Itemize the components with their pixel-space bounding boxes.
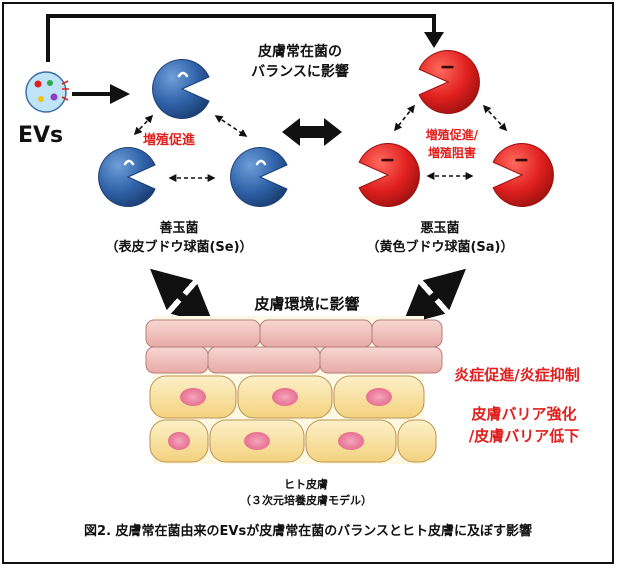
evs-to-bad-connector: [46, 14, 436, 62]
skin-model-name: ヒト皮膚: [284, 478, 328, 491]
bad-interaction-label: 増殖阻害: [427, 146, 476, 160]
bad-interaction-arrow-left: [394, 104, 415, 132]
good-to-skin-arrow: [150, 268, 214, 326]
figure-caption: 図2. 皮膚常在菌由来のEVsが皮膚常在菌のバランスとヒト皮膚に及ぼす影響: [84, 524, 532, 539]
skin-bottom-layer: [149, 375, 437, 463]
good-bacterium-left-icon: [98, 147, 157, 207]
balance-effect-label: 皮膚常在菌の: [258, 44, 342, 60]
good-bacterium-top-icon: [152, 59, 211, 119]
skin-top-layer: [145, 319, 443, 374]
bad-to-skin-arrow: [402, 268, 466, 326]
bad-interaction-arrow-right: [482, 104, 508, 132]
balance-effect-label: バランスに影響: [251, 64, 349, 80]
skin-model-illustration: [145, 316, 443, 464]
good-interaction-label: 増殖促進: [142, 133, 195, 148]
inflammation-effect-label: 炎症促進/炎症抑制: [454, 366, 580, 384]
bad-bacterium-top-icon: [417, 50, 480, 114]
skin-model-description: （３次元培養皮膚モデル）: [240, 494, 372, 507]
diagram-canvas: [25, 14, 554, 464]
good-interaction-arrow-right: [214, 115, 248, 137]
good-interaction-arrow-left: [133, 114, 154, 136]
good-bacteria-species: （表皮ブドウ球菌(Se)）: [105, 240, 253, 255]
barrier-effect-label: 皮膚バリア強化: [471, 405, 577, 423]
barrier-effect-label: /皮膚バリア低下: [468, 427, 580, 445]
bad-interaction-label: 増殖促進/: [425, 128, 479, 142]
evs-label: EVs: [18, 123, 64, 148]
bad-bacteria-name: 悪玉菌: [420, 221, 460, 236]
skin-environment-label: 皮膚環境に影響: [254, 295, 360, 313]
connector-arrowhead: [424, 32, 444, 48]
bad-bacteria-species: （黄色ブドウ球菌(Sa)）: [366, 240, 514, 255]
figure: EVs 皮膚常在菌の バランスに影響 増殖促進 増殖促進/ 増殖阻害 善玉菌 （…: [2, 2, 614, 564]
good-bacteria-name: 善玉菌: [159, 221, 199, 236]
good-bacterium-right-icon: [230, 147, 289, 207]
evs-vesicle-icon: [25, 71, 69, 113]
bad-bacterium-right-icon: [491, 143, 554, 207]
balance-double-arrow: [282, 118, 342, 146]
